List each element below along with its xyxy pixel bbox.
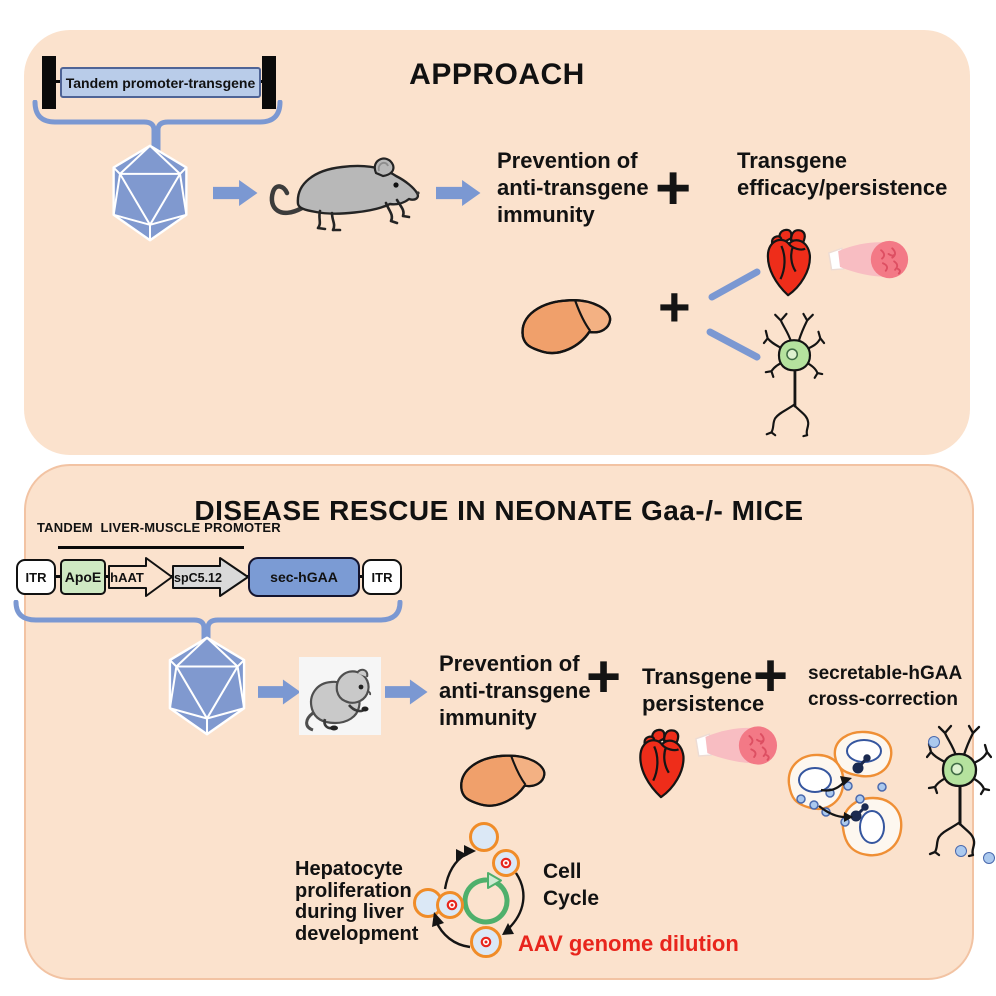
cell-cycle-diagram-icon bbox=[413, 822, 525, 958]
plus-sign: + bbox=[586, 643, 622, 710]
tandem-construct-label: Tandem promoter-transgene bbox=[65, 74, 256, 91]
sec-hgaa-label: sec-hGAA bbox=[270, 569, 338, 585]
itr-label: ITR bbox=[25, 569, 47, 585]
promoter-label: TANDEM LIVER-MUSCLE PROMOTER bbox=[37, 520, 281, 535]
cell-cycle-line: Cell bbox=[543, 860, 582, 883]
prevention-text: Prevention of anti-transgene immunity bbox=[497, 147, 649, 228]
prevention-line: anti-transgene bbox=[497, 175, 649, 200]
spc512-promoter-arrow: spC5.12 bbox=[172, 557, 249, 597]
hepatocyte-proliferation-text: Hepatocyte proliferation during liver de… bbox=[295, 858, 419, 945]
apoe-box: ApoE bbox=[60, 559, 106, 595]
hepatocyte-line: Hepatocyte bbox=[295, 858, 403, 880]
neonate-mouse-icon bbox=[299, 657, 381, 735]
heart-icon bbox=[766, 228, 812, 297]
plus-sign: + bbox=[753, 642, 789, 709]
cell-cycle-line: Cycle bbox=[543, 887, 600, 910]
liver-icon bbox=[521, 299, 612, 355]
prevention-line: immunity bbox=[497, 202, 595, 227]
muscle-icon bbox=[694, 725, 778, 766]
cassette-brace-icon bbox=[13, 600, 403, 646]
apoe-label: ApoE bbox=[64, 569, 102, 585]
efficacy-line: efficacy/persistence bbox=[737, 175, 948, 200]
itr-box-left: ITR bbox=[16, 559, 56, 595]
arrow-right-icon bbox=[385, 679, 428, 705]
aav-capsid-icon bbox=[112, 144, 188, 242]
arrow-right-icon bbox=[258, 679, 301, 705]
aav-capsid-icon bbox=[168, 636, 246, 736]
prevention-text: Prevention of anti-transgene immunity bbox=[439, 650, 591, 731]
construct-brace-icon bbox=[32, 100, 283, 152]
prevention-line: Prevention of bbox=[439, 651, 580, 676]
secretable-line: secretable-hGAA bbox=[808, 663, 963, 684]
hepatocyte-line: development bbox=[295, 922, 419, 945]
persistence-line: Transgene bbox=[642, 664, 753, 689]
sec-hgaa-box: sec-hGAA bbox=[248, 557, 360, 597]
itr-bar-right-icon bbox=[262, 56, 276, 109]
enzyme-dot-icon bbox=[928, 736, 940, 748]
branch-lines-icon bbox=[706, 268, 761, 361]
plus-sign: + bbox=[658, 275, 691, 338]
enzyme-dot-icon bbox=[983, 852, 995, 864]
itr-label: ITR bbox=[371, 569, 393, 585]
persistence-line: persistence bbox=[642, 691, 765, 716]
arrow-right-icon bbox=[436, 179, 481, 207]
efficacy-text: Transgene efficacy/persistence bbox=[737, 147, 947, 201]
aav-genome-dilution-text: AAV genome dilution bbox=[518, 931, 739, 956]
itr-box-right: ITR bbox=[362, 559, 402, 595]
prevention-line: immunity bbox=[439, 705, 537, 730]
itr-bar-left-icon bbox=[42, 56, 56, 109]
enzyme-dot-icon bbox=[955, 845, 967, 857]
tandem-construct-box: Tandem promoter-transgene bbox=[60, 67, 261, 98]
cross-correction-cells-icon bbox=[787, 730, 903, 857]
muscle-icon bbox=[827, 239, 910, 280]
adult-mouse-icon bbox=[269, 157, 420, 232]
hepatocyte-line: during liver bbox=[295, 901, 404, 923]
arrow-right-icon bbox=[213, 179, 258, 207]
secretable-line: cross-correction bbox=[808, 689, 958, 710]
promoter-underline bbox=[58, 546, 244, 549]
efficacy-line: Transgene bbox=[737, 148, 848, 173]
prevention-line: anti-transgene bbox=[439, 678, 591, 703]
prevention-line: Prevention of bbox=[497, 148, 638, 173]
secretable-hgaa-text: secretable-hGAA cross-correction bbox=[808, 661, 962, 713]
hepatocyte-line: proliferation bbox=[295, 879, 412, 902]
rescue-panel: DISEASE RESCUE IN NEONATE Gaa-/- MICE TA… bbox=[13, 464, 995, 980]
liver-icon bbox=[460, 754, 546, 807]
plus-sign: + bbox=[655, 154, 692, 223]
approach-panel: APPROACH Tandem promoter-transgene bbox=[24, 30, 970, 455]
cell-cycle-text: Cell Cycle bbox=[543, 858, 599, 912]
persistence-text: Transgene persistence bbox=[642, 663, 764, 717]
neuron-icon bbox=[762, 312, 826, 438]
spc512-label: spC5.12 bbox=[174, 571, 222, 585]
approach-title: APPROACH bbox=[409, 58, 585, 92]
heart-icon bbox=[639, 728, 685, 799]
rescue-title: DISEASE RESCUE IN NEONATE Gaa-/- MICE bbox=[194, 494, 804, 526]
haat-label: hAAT bbox=[110, 570, 144, 585]
haat-promoter-arrow: hAAT bbox=[108, 557, 173, 597]
